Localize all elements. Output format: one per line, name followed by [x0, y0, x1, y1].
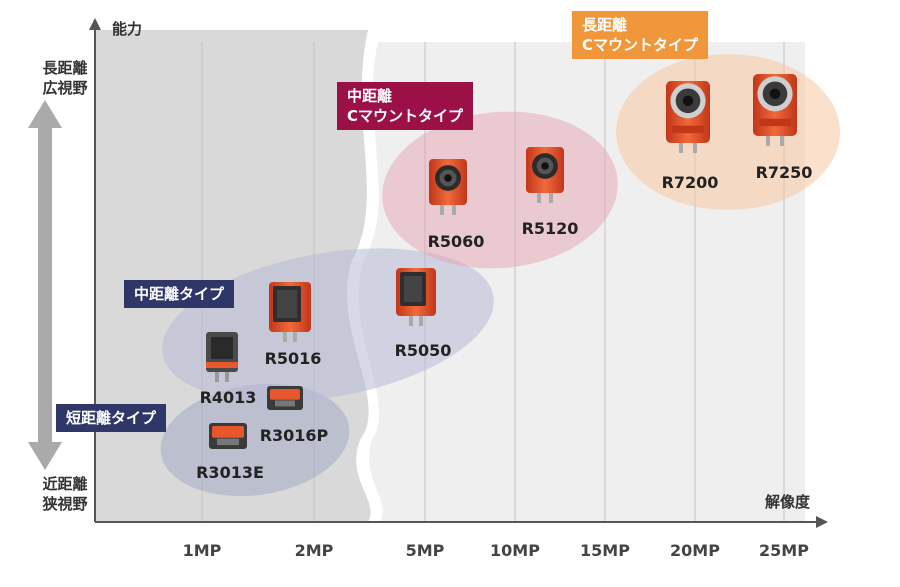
model-label-r5060: R5060	[428, 232, 485, 251]
tag-long-cmount-line-2: Cマウントタイプ	[582, 36, 699, 54]
x-tick-label: 20MP	[670, 541, 720, 560]
x-tick-label: 15MP	[580, 541, 630, 560]
model-label-r5120: R5120	[522, 219, 579, 238]
x-tick-labels: 1MP 2MP 5MP 10MP 15MP 20MP 25MP	[183, 541, 810, 560]
group-tag-short: 短距離タイプ	[56, 404, 167, 432]
y-top-line-1: 長距離	[42, 59, 88, 77]
camera-r5120-icon	[526, 147, 564, 203]
y-bottom-line-1: 近距離	[42, 475, 88, 493]
x-axis-arrow	[816, 516, 828, 528]
tag-mid-cmount-line-2: Cマウントタイプ	[347, 107, 464, 125]
group-tag-mid-cmount: 中距離 Cマウントタイプ	[337, 82, 474, 130]
model-label-r7200: R7200	[662, 173, 719, 192]
x-tick-label: 25MP	[759, 541, 809, 560]
range-arrow	[28, 100, 62, 470]
camera-r5060-icon	[429, 159, 467, 215]
camera-r5050-icon	[396, 268, 436, 326]
model-label-r5050: R5050	[395, 341, 452, 360]
y-top-line-2: 広視野	[42, 79, 88, 97]
x-tick-label: 2MP	[295, 541, 334, 560]
model-label-r4013: R4013	[200, 388, 257, 407]
camera-r5016-icon	[269, 282, 311, 342]
x-axis-title: 解像度	[765, 493, 811, 511]
group-tag-mid: 中距離タイプ	[124, 280, 235, 308]
tag-mid-cmount-line-1: 中距離	[347, 87, 393, 105]
y-axis-top-label: 長距離 広視野	[30, 58, 100, 98]
y-axis-arrow	[89, 18, 101, 30]
y-axis-title: 能力	[112, 20, 143, 38]
tag-long-cmount-line-1: 長距離	[582, 16, 628, 34]
camera-r7250-icon	[753, 74, 797, 146]
group-ellipse-0	[160, 383, 350, 497]
camera-images	[206, 74, 797, 449]
camera-r3013e-icon	[209, 423, 247, 449]
y-axis-bottom-label: 近距離 狭視野	[30, 474, 100, 514]
model-label-r3016p: R3016P	[260, 426, 329, 445]
model-label-r7250: R7250	[756, 163, 813, 182]
x-tick-label: 10MP	[490, 541, 540, 560]
x-tick-label: 1MP	[183, 541, 222, 560]
model-label-r5016: R5016	[265, 349, 322, 368]
x-tick-label: 5MP	[406, 541, 445, 560]
camera-r4013-icon	[206, 332, 238, 382]
y-bottom-line-2: 狭視野	[42, 495, 88, 513]
model-label-r3013e: R3013E	[196, 463, 264, 482]
group-tag-long-cmount: 長距離 Cマウントタイプ	[572, 11, 709, 59]
group-ellipse-3	[616, 54, 840, 210]
camera-r7200-icon	[666, 81, 710, 153]
camera-r3016p-icon	[267, 386, 303, 410]
